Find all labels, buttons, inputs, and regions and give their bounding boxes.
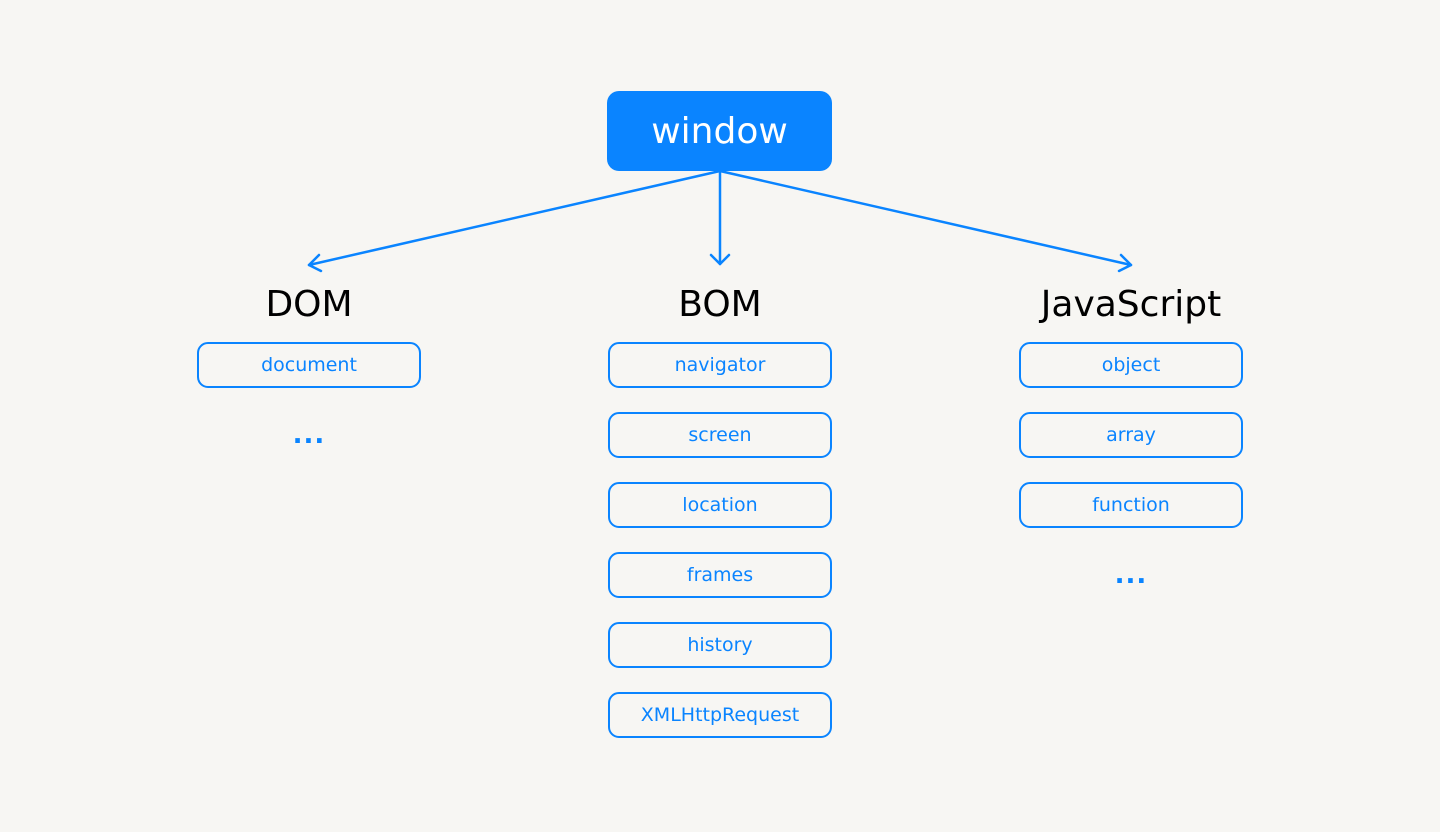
item-xmlhttprequest: XMLHttpRequest	[608, 692, 832, 738]
item-list-dom: document ...	[197, 342, 421, 458]
item-frames: frames	[608, 552, 832, 598]
more-ellipsis-javascript: ...	[1114, 560, 1148, 590]
item-list-bom: navigator screen location frames history…	[608, 342, 832, 738]
item-history: history	[608, 622, 832, 668]
item-list-javascript: object array function ...	[1019, 342, 1243, 598]
item-location: location	[608, 482, 832, 528]
item-object: object	[1019, 342, 1243, 388]
item-array: array	[1019, 412, 1243, 458]
item-screen: screen	[608, 412, 832, 458]
arrowhead-dom	[307, 253, 323, 273]
column-title-dom: DOM	[265, 284, 353, 325]
column-dom: DOM document ...	[197, 280, 421, 458]
arrowhead-javascript	[1117, 253, 1133, 273]
arrow-window-to-dom	[307, 169, 722, 267]
window-node-label: window	[651, 110, 788, 152]
column-title-javascript: JavaScript	[1040, 284, 1222, 325]
more-ellipsis-dom: ...	[292, 420, 326, 450]
item-function: function	[1019, 482, 1243, 528]
column-javascript: JavaScript object array function ...	[1019, 280, 1243, 598]
arrowhead-bom	[709, 253, 731, 266]
item-document: document	[197, 342, 421, 388]
item-navigator: navigator	[608, 342, 832, 388]
window-node: window	[607, 91, 832, 171]
arrow-window-to-javascript	[718, 169, 1133, 267]
column-title-bom: BOM	[678, 284, 762, 325]
column-bom: BOM navigator screen location frames his…	[608, 280, 832, 738]
